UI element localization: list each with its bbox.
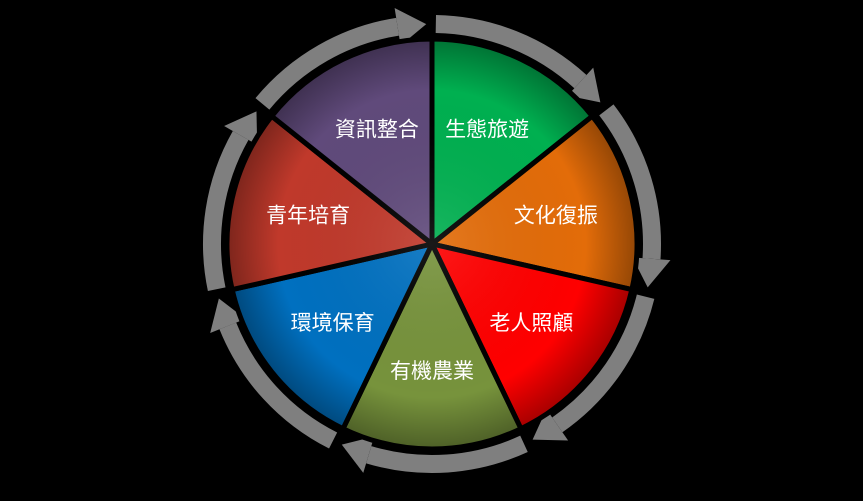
label-culture-revival: 文化復振: [514, 204, 598, 228]
ring-arrowhead-info-integration: [394, 7, 427, 46]
label-organic-farming: 有機農業: [390, 359, 474, 383]
ring-arrowhead-culture-revival: [632, 257, 671, 288]
label-youth-training: 青年培育: [266, 204, 350, 228]
ring-arc-organic-farming: [366, 435, 528, 473]
label-environment: 環境保育: [291, 311, 375, 335]
label-elder-care: 老人照顧: [489, 311, 573, 335]
label-info-integration: 資訊整合: [335, 118, 419, 142]
label-eco-tourism: 生態旅遊: [445, 118, 529, 142]
pie-wedges: [224, 36, 640, 452]
